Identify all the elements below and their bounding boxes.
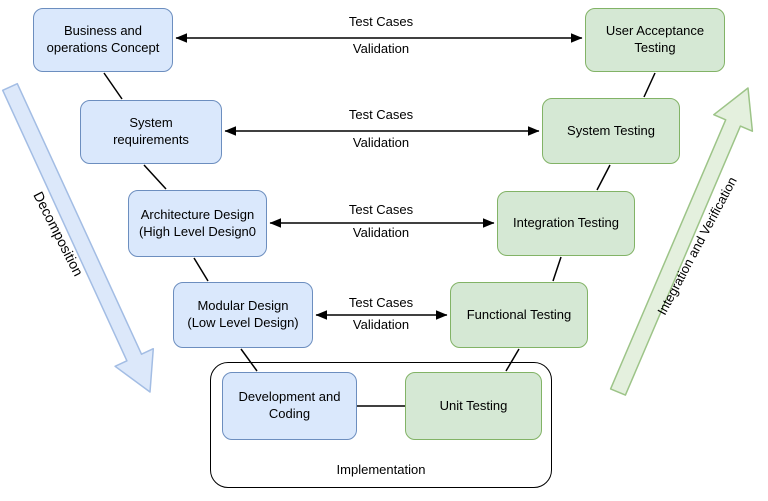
connector-sysreq-architecture xyxy=(143,164,167,190)
connector-business-sysreq xyxy=(103,72,123,100)
node-system-testing: System Testing xyxy=(542,98,680,164)
integration-verification-arrow xyxy=(609,87,754,396)
implementation-label: Implementation xyxy=(336,462,426,477)
node-business-operations-concept: Business and operations Concept xyxy=(33,8,173,72)
implementation-group: Implementation xyxy=(210,362,552,488)
node-functional-testing: Functional Testing xyxy=(450,282,588,348)
node-unit-testing: Unit Testing xyxy=(405,372,542,440)
node-user-acceptance-testing: User Acceptance Testing xyxy=(585,8,725,72)
edge-label-row4-test-cases: Test Cases xyxy=(348,295,414,310)
edge-label-row1-test-cases: Test Cases xyxy=(348,14,414,29)
edge-label-row2-validation: Validation xyxy=(352,135,410,150)
edge-label-row4-validation: Validation xyxy=(352,317,410,332)
node-modular-design: Modular Design (Low Level Design) xyxy=(173,282,313,348)
connector-modular-devcoding xyxy=(240,348,258,372)
connector-functional-unittesting xyxy=(505,348,520,372)
node-architecture-design: Architecture Design (High Level Design0 xyxy=(128,190,267,257)
edge-label-row2-test-cases: Test Cases xyxy=(348,107,414,122)
decomposition-arrow xyxy=(1,82,155,393)
node-integration-testing: Integration Testing xyxy=(497,191,635,256)
node-system-requirements: System requirements xyxy=(80,100,222,164)
edge-label-row3-validation: Validation xyxy=(352,225,410,240)
connector-systemtesting-integration xyxy=(596,164,611,191)
connector-integration-functional xyxy=(552,256,562,282)
connector-uat-systemtesting xyxy=(643,72,656,98)
node-connectors xyxy=(103,72,656,407)
validation-arrows xyxy=(175,33,583,320)
edge-label-row1-validation: Validation xyxy=(352,41,410,56)
node-development-and-coding: Development and Coding xyxy=(222,372,357,440)
edge-label-row3-test-cases: Test Cases xyxy=(348,202,414,217)
connector-architecture-modular xyxy=(193,257,209,282)
